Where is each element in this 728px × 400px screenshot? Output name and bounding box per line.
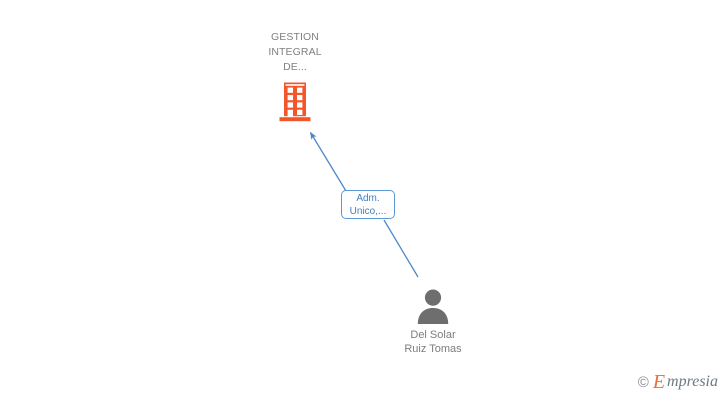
building-icon [279,82,311,122]
company-name-label: GESTION INTEGRAL DE... [268,31,322,73]
relation-label-box[interactable]: Adm. Unico,... [341,190,395,219]
edge-line-to-company [309,131,347,192]
person-icon [417,289,449,324]
edge-line-from-person [383,219,419,278]
relation-label-text: Adm. Unico,... [349,192,387,217]
person-icon-wrap [378,286,488,324]
brand-initial: E [652,371,666,393]
company-node[interactable]: GESTION INTEGRAL DE... [240,30,350,123]
copyright-icon: © [637,373,649,391]
person-node[interactable]: Del Solar Ruiz Tomas [378,286,488,356]
watermark: © E mpresia [638,372,718,392]
brand-name: mpresia [667,373,718,390]
person-name-label: Del Solar Ruiz Tomas [404,329,462,355]
company-icon-wrap [240,81,350,123]
